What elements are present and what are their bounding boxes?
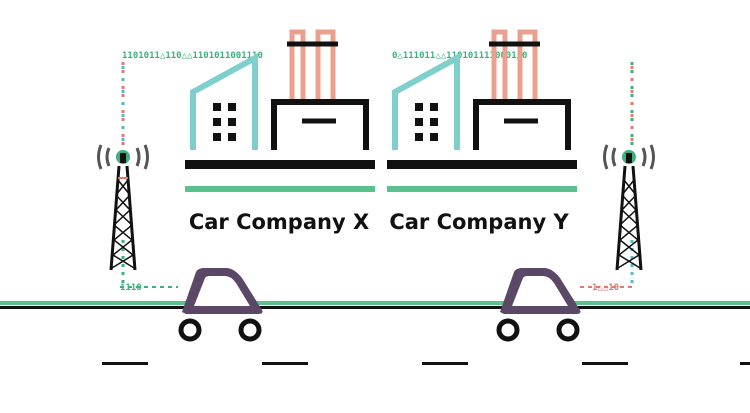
lane-dash (262, 362, 308, 365)
road (0, 301, 750, 365)
cell-tower-icon (97, 144, 149, 271)
car-icon (496, 268, 581, 342)
lane-dash (740, 362, 750, 365)
company-label-y: Car Company Y (389, 210, 569, 234)
road-green-stripe (0, 301, 750, 305)
factory-icon (185, 29, 375, 192)
road-edge (0, 306, 750, 309)
factory-icon (387, 29, 577, 192)
lane-dash (582, 362, 628, 365)
lane-dash (102, 362, 148, 365)
data-stream-top-left: 1101011△110△△1101011001110 (122, 51, 263, 61)
cell-tower-icon (603, 144, 655, 271)
car-icon (178, 268, 263, 342)
lane-dash (422, 362, 468, 365)
company-label-x: Car Company X (188, 210, 370, 234)
